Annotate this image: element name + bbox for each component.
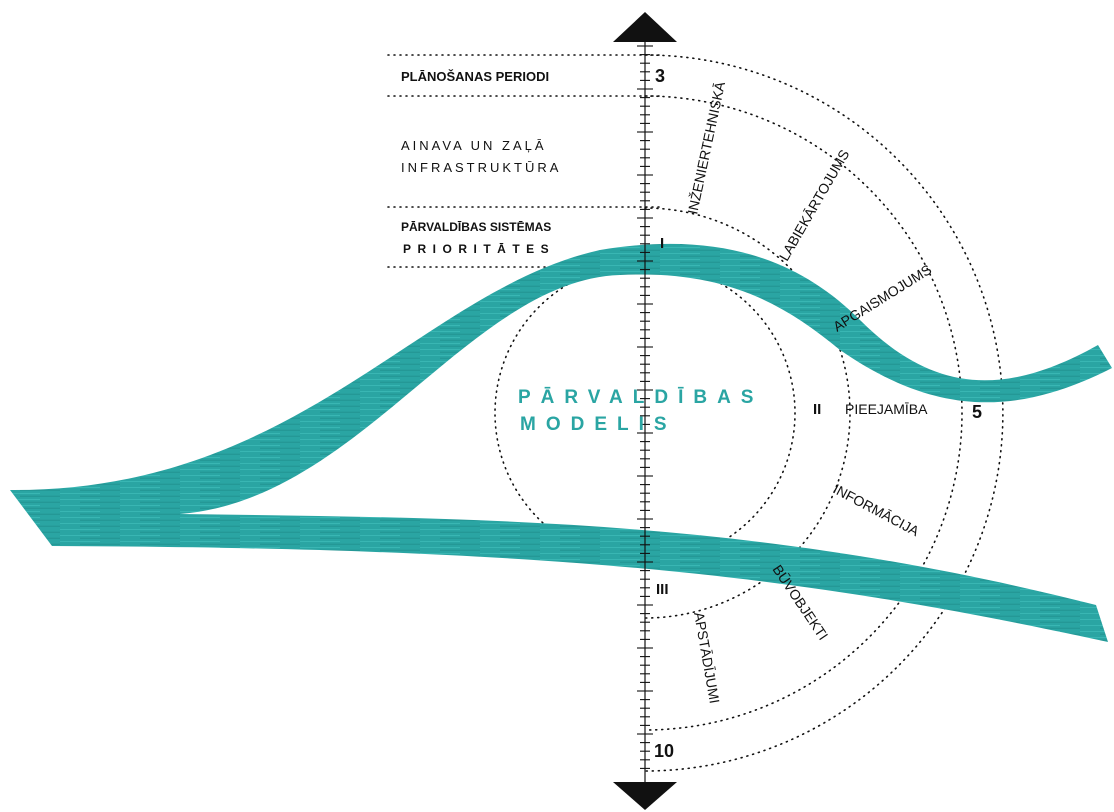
- priority-level-ii: II: [813, 401, 821, 418]
- priority-level-i: I: [660, 235, 664, 252]
- infra-label-information: INFORMĀCIJA: [831, 481, 923, 540]
- infra-label-engineering: INŽENIERTEHNISKĀ: [684, 80, 728, 216]
- infra-label-lighting: APGAISMOJUMS: [830, 261, 934, 334]
- time-axis: [613, 12, 677, 810]
- period-10-label: 10: [654, 741, 674, 761]
- infra-label-accessibility: PIEEJAMĪBA: [845, 401, 928, 417]
- arrow-down-icon: [613, 782, 677, 810]
- period-5-label: 5: [972, 402, 982, 422]
- axis-ticks: [637, 45, 653, 769]
- center-title-line1: PĀRVALDĪBAS: [518, 387, 763, 408]
- legend-landscape-line1: AINAVA UN ZAĻĀ: [401, 138, 547, 153]
- period-3-label: 3: [655, 66, 665, 86]
- arrow-up-icon: [613, 12, 677, 42]
- arc-mid: [644, 95, 963, 731]
- legend-landscape-line2: INFRASTRUKTŪRA: [401, 160, 561, 175]
- infra-label-amenities: LABIEKĀRTOJUMS: [776, 147, 853, 264]
- legend-priorities-line2: PRIORITĀTES: [403, 242, 555, 256]
- priority-level-iii: III: [656, 581, 669, 598]
- legend-planning-periods: PLĀNOŠANAS PERIODI: [401, 69, 549, 84]
- teal-ribbon: [10, 243, 1112, 642]
- center-title-line2: MODELIS: [520, 414, 677, 435]
- infra-label-plantings: APSTĀDĪJUMI: [691, 611, 723, 705]
- legend-priorities-line1: PĀRVALDĪBAS SISTĒMAS: [401, 220, 551, 234]
